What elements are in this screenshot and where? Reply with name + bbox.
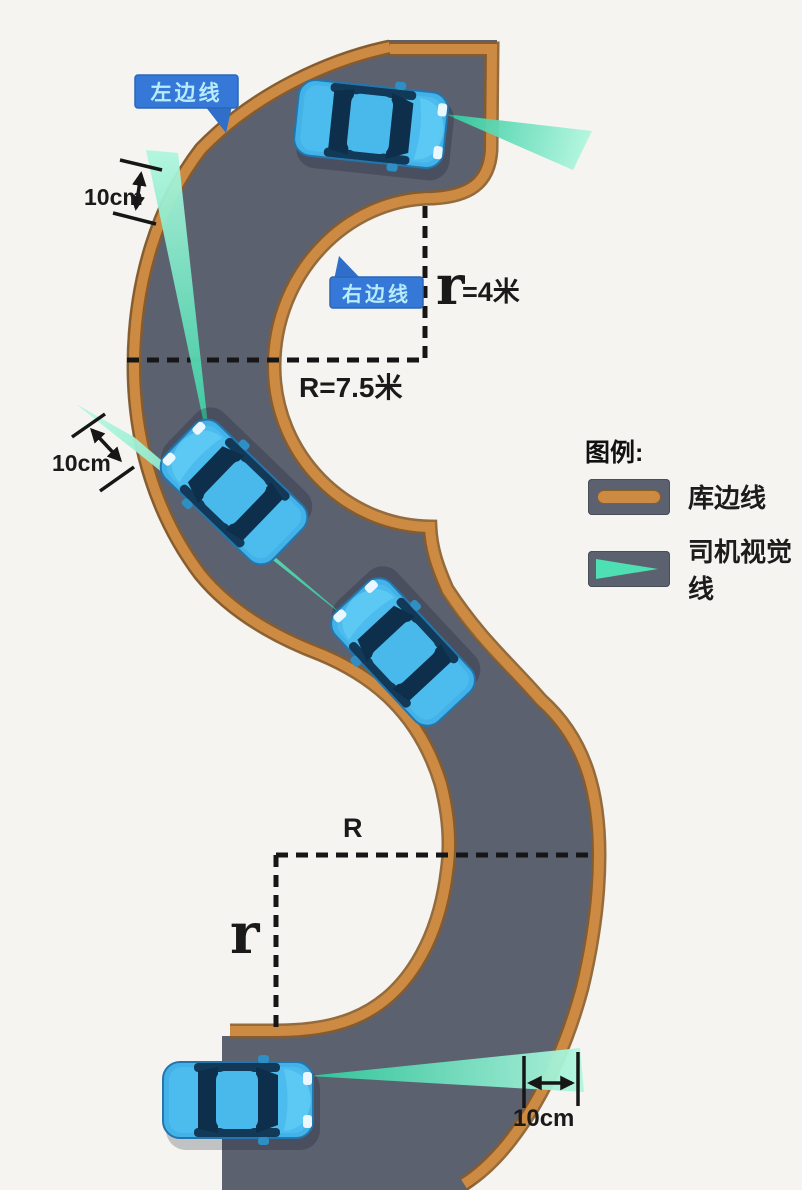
inner-radius-value-top: =4米 bbox=[462, 277, 520, 307]
sight-cone-car-top bbox=[445, 114, 592, 170]
inner-radius-symbol-top: r bbox=[436, 253, 465, 317]
radius-lines bbox=[127, 206, 593, 1030]
clearance-top-label: 10cm bbox=[84, 184, 143, 210]
tag-shapes bbox=[134, 74, 424, 309]
legend-label-curb-line: 库边线 bbox=[688, 483, 767, 513]
legend-item-curb-line: 库边线 bbox=[588, 478, 766, 515]
curb-line-icon bbox=[598, 490, 660, 503]
sight-cone-car-2 bbox=[146, 150, 212, 462]
clearance-arrow-middle bbox=[70, 412, 136, 493]
curb-line-outer bbox=[126, 39, 457, 1039]
outer-radius-label-top: R=7.5米 bbox=[299, 372, 403, 403]
inner-radius-symbol-bottom: r bbox=[230, 901, 260, 967]
clearance-markers bbox=[70, 158, 580, 1108]
sight-line-icon bbox=[596, 559, 658, 579]
legend-label-sight-line: 司机视觉线 bbox=[688, 537, 793, 604]
clearance-middle-label: 10cm bbox=[52, 450, 111, 476]
legend-item-sight-line: 司机视觉线 bbox=[588, 532, 802, 606]
car-bottom bbox=[162, 1054, 321, 1151]
outer-radius-symbol-bottom: R bbox=[343, 813, 363, 843]
clearance-bottom-label: 10cm bbox=[513, 1105, 575, 1132]
curb-line-inner bbox=[266, 41, 607, 1190]
right-edge-line-tag: 右边线 bbox=[342, 284, 411, 306]
legend-title: 图例: bbox=[585, 439, 644, 467]
clearance-arrow-top bbox=[112, 158, 163, 226]
clearance-arrow-bottom bbox=[522, 1052, 580, 1108]
curb-line-swatch bbox=[588, 478, 670, 515]
left-edge-line-tag: 左边线 bbox=[150, 81, 223, 105]
sight-cone-car-bottom bbox=[308, 1048, 584, 1092]
sight-line-swatch bbox=[588, 551, 670, 587]
